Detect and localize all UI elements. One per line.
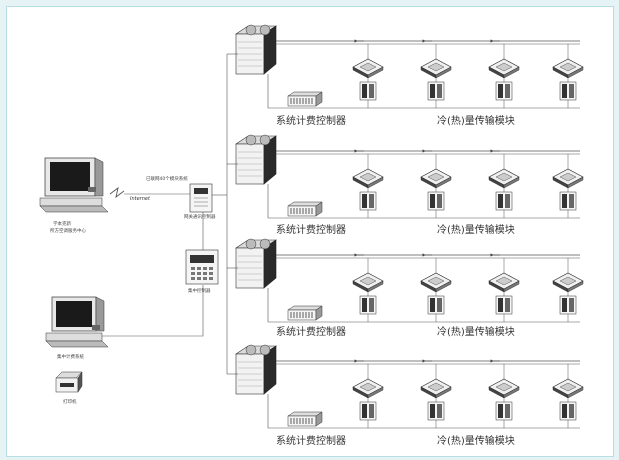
billing-controller-label-4: 系统计费控制器	[276, 436, 346, 447]
outdoor-unit	[235, 134, 277, 185]
transfer-module-label-3: 冷(热)量传输模块	[437, 327, 515, 338]
gateway-controller-label: 网关通讯控制器	[184, 215, 216, 220]
transfer-module-label-1: 冷(热)量传输模块	[437, 116, 515, 127]
transfer-module-label-4: 冷(热)量传输模块	[437, 436, 515, 447]
internet-link	[109, 186, 125, 199]
indoor-cassette-unit	[420, 378, 452, 399]
transfer-module-device	[427, 401, 445, 421]
billing-system-label: 集中计费系统	[57, 355, 84, 360]
indoor-cassette-unit	[420, 58, 452, 79]
gateway-system-label: 已联网40个模块系统	[146, 177, 188, 182]
billing-controller-label-3: 系统计费控制器	[276, 327, 346, 338]
indoor-cassette-unit	[352, 378, 384, 399]
billing-pc	[45, 296, 109, 348]
transfer-module-device	[559, 191, 577, 211]
billing-controller-label-2: 系统计费控制器	[276, 225, 346, 236]
transfer-module-label-2: 冷(热)量传输模块	[437, 225, 515, 236]
transfer-module-device	[359, 191, 377, 211]
transfer-module-device	[359, 81, 377, 101]
transfer-module-device	[359, 295, 377, 315]
indoor-cassette-unit	[420, 168, 452, 189]
signal-bus-line	[267, 288, 580, 323]
signal-bus-line	[267, 394, 580, 429]
printer-device	[55, 371, 83, 393]
indoor-cassette-unit	[420, 272, 452, 293]
indoor-cassette-unit	[488, 168, 520, 189]
gateway-controller	[189, 183, 213, 213]
transfer-module-device	[495, 401, 513, 421]
billing-controller-device	[287, 411, 323, 427]
central-controller-label: 集中控制器	[188, 289, 211, 294]
billing-controller-device	[287, 305, 323, 321]
billing-controller-label-1: 系统计费控制器	[276, 116, 346, 127]
management-pc	[39, 157, 109, 213]
transfer-module-device	[559, 295, 577, 315]
transfer-module-device	[359, 401, 377, 421]
transfer-module-device	[559, 401, 577, 421]
indoor-cassette-unit	[552, 378, 584, 399]
management-center-sublabel: 所方空调服务中心	[50, 229, 86, 234]
transfer-module-device	[427, 191, 445, 211]
indoor-cassette-unit	[552, 272, 584, 293]
indoor-cassette-unit	[352, 272, 384, 293]
transfer-module-device	[427, 295, 445, 315]
indoor-cassette-unit	[488, 272, 520, 293]
transfer-module-device	[427, 81, 445, 101]
outdoor-unit	[235, 344, 277, 395]
indoor-cassette-unit	[488, 378, 520, 399]
billing-controller-device	[287, 91, 323, 107]
transfer-module-device	[495, 295, 513, 315]
central-controller	[185, 249, 219, 285]
printer-label: 打印机	[63, 400, 77, 405]
outdoor-unit	[235, 24, 277, 75]
transfer-module-device	[495, 191, 513, 211]
signal-bus-line	[267, 74, 580, 109]
outdoor-unit	[235, 238, 277, 289]
indoor-cassette-unit	[552, 168, 584, 189]
internet-label: Internet	[130, 196, 150, 202]
management-center-label: 学本克新	[53, 222, 71, 227]
diagram-canvas	[6, 6, 614, 457]
indoor-cassette-unit	[352, 168, 384, 189]
indoor-cassette-unit	[488, 58, 520, 79]
billing-pc-line	[100, 285, 204, 337]
billing-controller-device	[287, 201, 323, 217]
signal-bus-line	[267, 184, 580, 219]
transfer-module-device	[559, 81, 577, 101]
indoor-cassette-unit	[352, 58, 384, 79]
transfer-module-device	[495, 81, 513, 101]
indoor-cassette-unit	[552, 58, 584, 79]
